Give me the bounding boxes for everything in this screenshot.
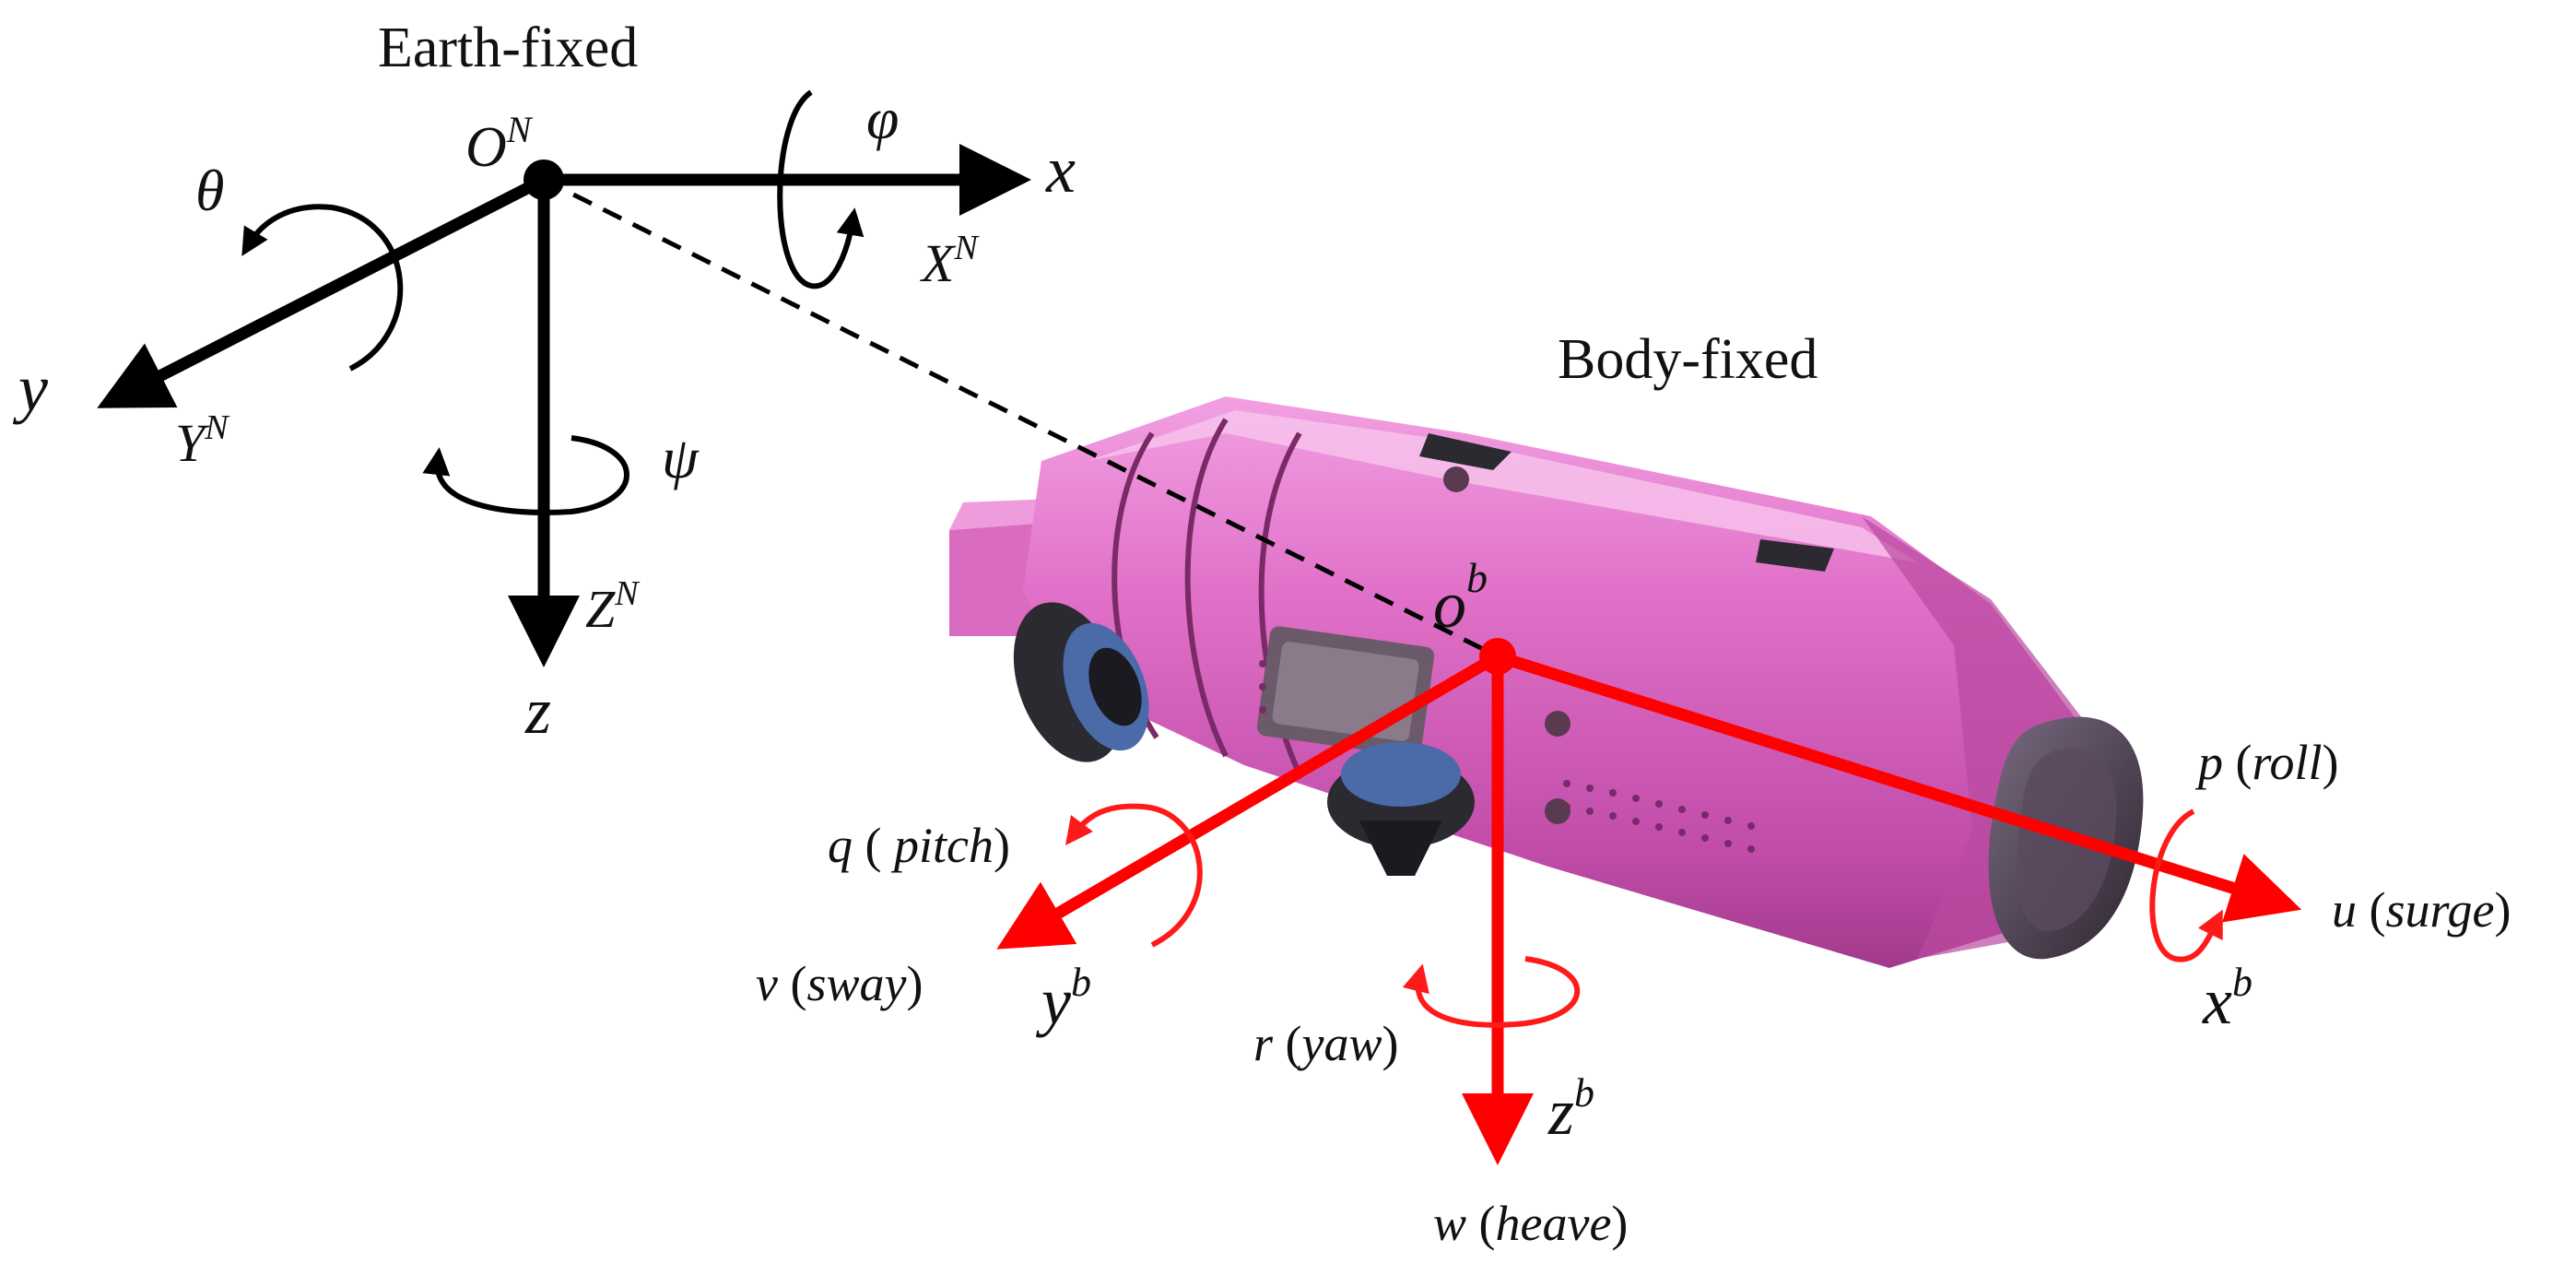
thruster-left <box>1013 602 1149 762</box>
body-pitch-rotation-arrow <box>1065 803 1203 948</box>
body-origin-point <box>1479 638 1516 675</box>
hull-knob <box>1443 466 1469 492</box>
earth-origin-label: ON <box>465 109 534 179</box>
body-fixed-frame: Body-fixed ob xb yb zb u (surge) p (roll… <box>756 328 2511 1251</box>
surge-label: u (surge) <box>2332 882 2511 938</box>
body-y-axis <box>996 651 1501 950</box>
body-x-axis <box>1496 650 2302 923</box>
vent-holes <box>1259 660 1755 853</box>
dashed-connector-line <box>542 177 1500 659</box>
body-x-label: xb <box>2202 960 2253 1038</box>
earth-yn-label: YN <box>175 408 230 473</box>
body-origin-label: ob <box>1433 554 1488 642</box>
hull-knob <box>1545 798 1570 824</box>
hull-ring <box>1184 418 1229 758</box>
earth-z-label: z <box>524 674 551 748</box>
hull-knob <box>1545 711 1570 737</box>
body-frame-title: Body-fixed <box>1558 328 1817 391</box>
yaw-rotation-arrow <box>422 435 629 515</box>
pitch-rotation-arrow <box>241 204 404 372</box>
heave-label: w (heave) <box>1433 1196 1628 1251</box>
earth-xn-label: XN <box>920 229 980 293</box>
roll-rotation-arrow <box>777 89 865 289</box>
body-y-label: yb <box>1035 960 1091 1038</box>
earth-frame-title: Earth-fixed <box>378 17 638 79</box>
body-yaw-rotation-arrow <box>1402 956 1580 1028</box>
earth-x-label: x <box>1045 133 1076 207</box>
underwater-vehicle-illustration <box>949 396 2144 968</box>
body-roll-rotation-arrow <box>2149 809 2223 962</box>
roll-symbol-phi: φ <box>866 86 899 151</box>
roll-label: p (roll) <box>2194 735 2339 790</box>
thruster-top <box>1419 433 1834 572</box>
thruster-bottom <box>1327 742 1475 876</box>
earth-zn-label: ZN <box>585 574 641 639</box>
body-z-label: zb <box>1547 1070 1594 1149</box>
sway-label: v (sway) <box>756 956 923 1011</box>
earth-fixed-frame: Earth-fixed ON x XN y YN z ZN φ θ ψ <box>12 17 1500 748</box>
yaw-label: r (yaw) <box>1253 1016 1398 1071</box>
yaw-symbol-psi: ψ <box>662 425 700 490</box>
earth-y-axis <box>97 174 547 408</box>
pitch-symbol-theta: θ <box>195 158 224 223</box>
earth-origin-point <box>523 159 564 200</box>
earth-y-label: y <box>12 351 48 425</box>
pitch-label: q ( pitch) <box>828 818 1010 873</box>
